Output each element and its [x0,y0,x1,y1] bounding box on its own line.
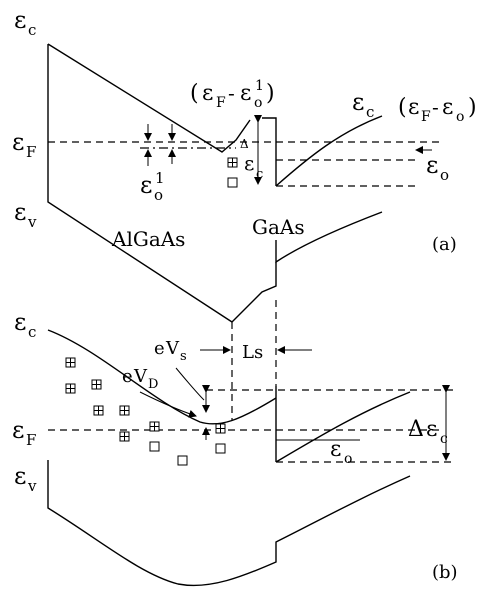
panel-a-diff1-eps-o-sub: o [254,95,262,111]
panel-a-gaas-eps-c-label: ε [352,88,364,116]
panel-b-delta-eps-c-sub: c [440,431,448,447]
panel-b-delta-prefix: Δ [408,417,424,442]
panel-a-diff1-eps-o: ε [240,81,251,106]
panel-a-gaas-eps-c-sub: c [366,103,374,121]
panel-a-eps-f-sub: F [26,143,36,161]
panel-a-eps-c-label: ε [14,6,26,34]
panel-b-gaas-conduction-band [275,391,411,463]
panel-a-diff2-eps-f: ε [408,95,419,120]
panel-a-diff1-open: ( [190,81,199,106]
panel-b-evd-v: V [133,366,148,387]
panel-b-eps-o-label: ε [330,437,341,462]
panel-b-eps-o-sub: o [344,451,352,467]
panel-a-diff2-eps-o-sub: o [456,109,464,125]
panel-b-evd-leader [139,391,197,418]
panel-a-diff2-eps-o: ε [442,95,453,120]
panel-b-ls-label: Ls [242,342,263,363]
panel-a-eps-o-label: ε [426,151,438,179]
panel-a-diff1-eps-f-sub: F [216,95,226,111]
panel-b-evd-e: e [122,366,133,387]
panel-a-delta-eps-c-sub: c [256,167,263,182]
panel-a-panel-label: (a) [432,234,457,255]
panel-a-gaas-valence-band [275,211,383,264]
panel-b-panel-label: (b) [432,562,458,583]
panel-b-eps-f-sub: F [26,431,36,449]
panel-a-eps-o1-label: ε [140,171,152,199]
panel-a-diff2-close: ) [468,95,477,120]
panel-b-delta-eps-c: ε [426,417,437,442]
panel-b-eps-c-sub: c [28,323,36,341]
panel-b-barrier-connection [231,262,277,323]
panel-a-ionized-donor-mark [228,158,237,167]
panel-b-valence-band [47,460,411,587]
panel-a-diff1-eps-o-sup: 1 [255,78,264,94]
panel-a-gaas-conduction-band [275,115,383,187]
panel-b-eps-f-label: ε [12,416,24,444]
panel-a-eps-o-sub: o [440,166,449,184]
panel-a-algaas-valence-band [47,142,233,323]
panel-a-band-offset-step [262,117,277,186]
panel-b-evd-sub: D [148,377,158,392]
panel-b-evs-v: V [165,338,180,359]
panel-a-delta-prefix: Δ [240,137,249,151]
panel-b-eps-v-sub: v [27,477,37,495]
panel-a-diff2-eps-f-sub: F [421,109,431,125]
panel-a-algaas-conduction-band [47,43,251,153]
panel-b-evs-leader [175,367,205,401]
panel-a-delta-eps-c: ε [244,151,254,175]
panel-a-eps-v-label: ε [14,198,26,226]
panel-a [47,43,440,323]
panel-a-eps-o1-sup: 1 [155,169,165,187]
panel-a-eps-f-label: ε [12,128,24,156]
panel-a-diff1-close: ) [266,81,275,106]
panel-a-diff1-minus: - [228,81,235,105]
panel-a-algaas-label: AlGaAs [111,227,185,251]
panel-b-eps-c-label: ε [14,308,26,336]
panel-a-gaas-label: GaAs [252,215,305,239]
panel-a-diff1-eps-f: ε [202,81,213,106]
panel-a-eps-v-sub: v [27,213,37,231]
panel-b-evs-sub: s [180,349,187,364]
panel-a-diff2-minus: - [432,95,439,119]
panel-b-ionized-donors [65,357,226,442]
panel-a-eps-c-sub: c [28,21,36,39]
panel-b [47,262,456,587]
panel-b-eps-v-label: ε [14,462,26,490]
panel-b-neutral-donors [149,441,226,466]
panel-a-eps-o1-sub: o [154,186,163,204]
panel-a-diff2-open: ( [398,95,407,120]
panel-b-evs-e: e [154,338,165,359]
panel-a-neutral-donor [227,177,238,188]
